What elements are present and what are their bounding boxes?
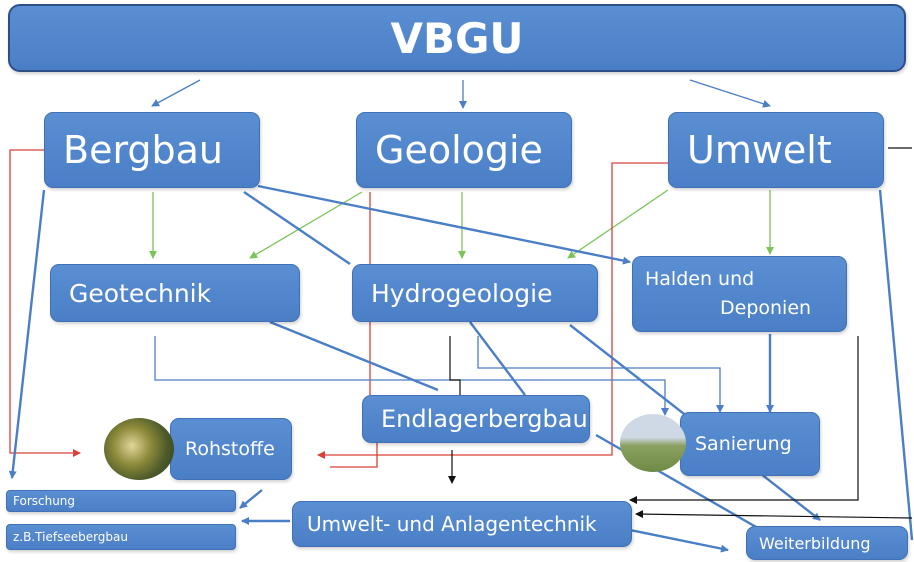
node-forschung[interactable]: Forschung <box>6 490 236 512</box>
node-weiterbildung[interactable]: Weiterbildung <box>746 526 908 560</box>
node-sanierung[interactable]: Sanierung <box>680 412 820 476</box>
node-tiefseebergbau-label: z.B.Tiefseebergbau <box>13 530 128 544</box>
title-arrows <box>151 79 771 109</box>
landscape-photo-icon <box>620 414 686 472</box>
thin-blue-connectors <box>154 336 724 416</box>
mineral-photo-icon <box>104 418 174 480</box>
title-text: VBGU <box>390 13 524 63</box>
node-halden-line2: Deponien <box>720 297 812 319</box>
title-box: VBGU <box>8 4 906 72</box>
green-arrows <box>149 189 774 259</box>
node-sanierung-label: Sanierung <box>695 433 792 455</box>
node-geotechnik[interactable]: Geotechnik <box>50 264 300 322</box>
node-geotechnik-label: Geotechnik <box>69 278 212 308</box>
node-bergbau[interactable]: Bergbau <box>44 112 260 188</box>
node-umwelt-anlagentechnik-label: Umwelt- und Anlagentechnik <box>307 512 597 536</box>
red-arrows <box>9 149 668 468</box>
node-halden-deponien[interactable]: Halden und Deponien <box>632 256 847 332</box>
node-bergbau-label: Bergbau <box>63 128 224 172</box>
node-hydrogeologie-label: Hydrogeologie <box>371 278 553 308</box>
black-arrows <box>448 147 913 519</box>
node-umwelt-label: Umwelt <box>687 128 832 172</box>
node-geologie-label: Geologie <box>375 128 543 172</box>
node-tiefseebergbau[interactable]: z.B.Tiefseebergbau <box>6 524 236 550</box>
node-geologie[interactable]: Geologie <box>356 112 572 188</box>
node-weiterbildung-label: Weiterbildung <box>759 533 871 553</box>
node-umwelt-anlagentechnik[interactable]: Umwelt- und Anlagentechnik <box>292 501 632 547</box>
node-hydrogeologie[interactable]: Hydrogeologie <box>352 264 598 322</box>
node-rohstoffe-label: Rohstoffe <box>185 438 275 460</box>
node-endlagerbergbau-label: Endlagerbergbau <box>381 405 588 433</box>
node-rohstoffe[interactable]: Rohstoffe <box>170 418 292 480</box>
node-umwelt[interactable]: Umwelt <box>668 112 884 188</box>
node-halden-line1: Halden und <box>645 268 755 290</box>
node-endlagerbergbau[interactable]: Endlagerbergbau <box>362 395 590 443</box>
node-forschung-label: Forschung <box>13 494 76 508</box>
